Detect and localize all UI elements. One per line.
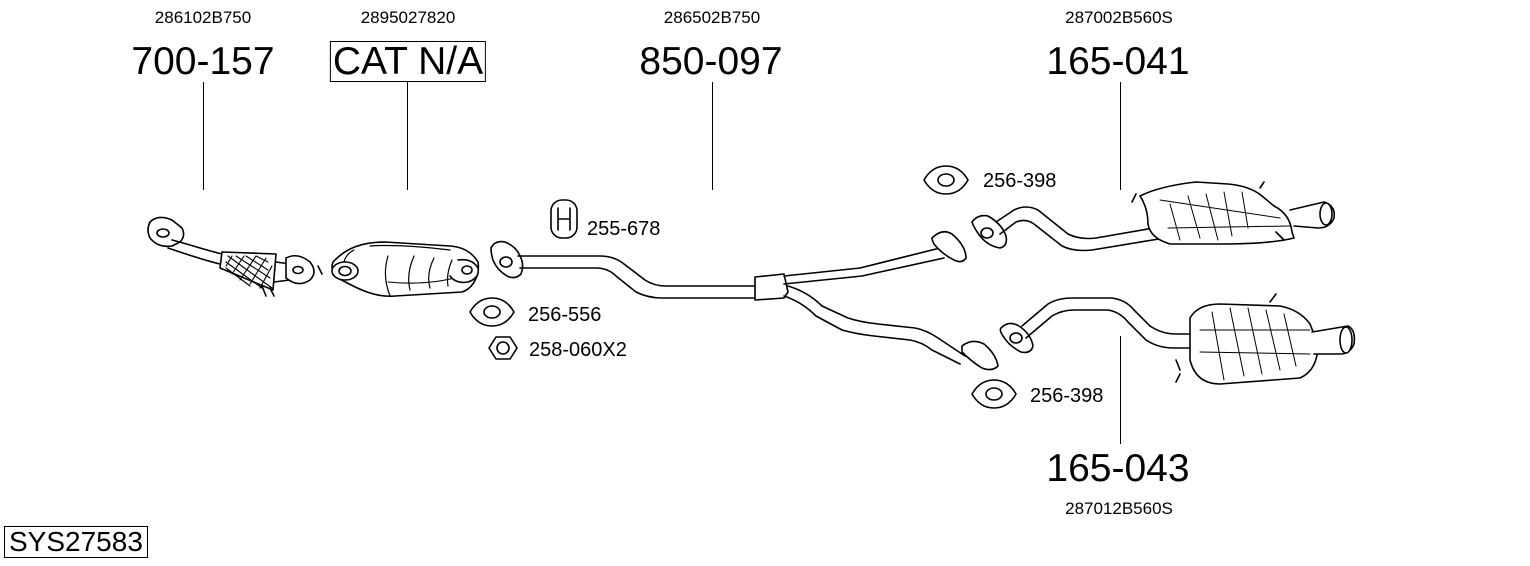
accessory-label: 256-556 [528, 304, 602, 326]
flange-gasket-icon [469, 297, 515, 327]
leader-line [203, 82, 204, 190]
accessory-label: 256-398 [983, 170, 1057, 192]
rear-silencer-left-drawing [971, 181, 1336, 252]
leader-line [1120, 336, 1121, 444]
catalyst-drawing [331, 241, 480, 298]
oem-number: 287002B560S [1065, 8, 1173, 27]
centre-pipe-drawing [490, 230, 999, 371]
oem-number: 2895027820 [360, 8, 456, 27]
part-number: CAT N/A [329, 41, 487, 82]
leader-line [712, 82, 713, 190]
accessory-label: 256-398 [1030, 385, 1104, 407]
leader-line [407, 82, 408, 190]
oem-number: 286102B750 [154, 8, 252, 27]
part-number: 850-097 [639, 40, 783, 83]
hex-nut-icon [488, 336, 518, 360]
part-number: 700-157 [131, 40, 275, 83]
rubber-hanger-icon [550, 199, 578, 239]
system-code: SYS27583 [4, 526, 148, 558]
leader-line [1120, 82, 1121, 190]
part-number: 165-041 [1046, 40, 1190, 83]
accessory-label: 255-678 [587, 218, 661, 240]
rear-silencer-right-drawing [999, 293, 1356, 385]
flange-gasket-icon [971, 379, 1017, 409]
oem-number: 286502B750 [663, 8, 761, 27]
flange-gasket-icon [923, 165, 969, 195]
accessory-label: 258-060X2 [529, 339, 627, 361]
front-pipe-drawing [147, 216, 323, 297]
part-number: 165-043 [1046, 447, 1190, 490]
oem-number: 287012B560S [1065, 499, 1173, 518]
